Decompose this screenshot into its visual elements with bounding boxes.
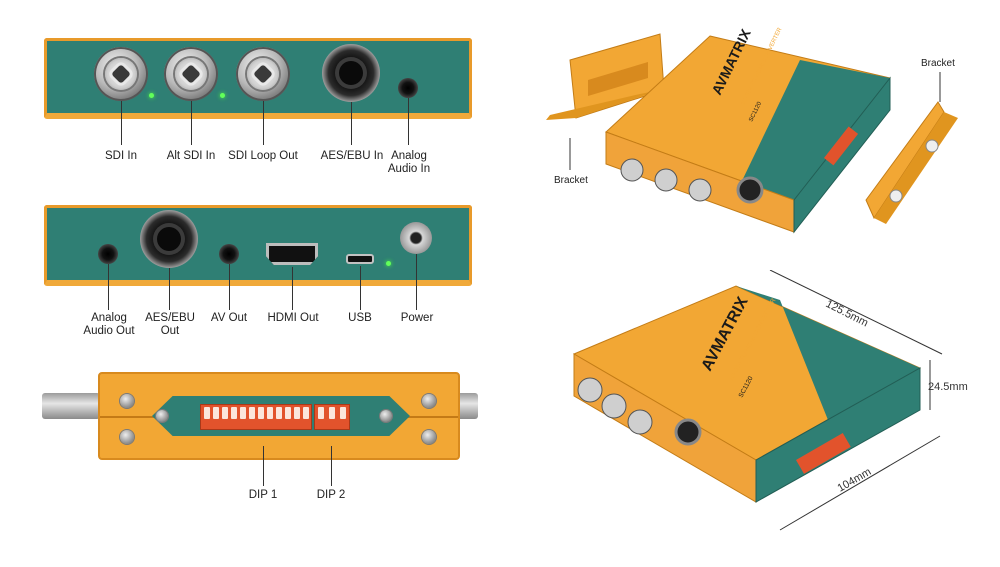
width-dim-line	[779, 435, 941, 531]
alt-sdi-in-led	[220, 93, 225, 98]
converter-unit	[605, 35, 891, 234]
dip-switch-key[interactable]	[303, 407, 309, 419]
right-bracket	[865, 101, 958, 224]
right-bnc-stub	[456, 393, 478, 419]
screw-icon	[422, 430, 436, 444]
height-dimension: 24.5mm	[928, 381, 968, 393]
dip2-switch-bank[interactable]	[314, 404, 350, 430]
screw-icon	[156, 410, 168, 422]
hdmi-out-port	[266, 243, 318, 265]
usb-label: USB	[348, 312, 372, 324]
av-out-label: AV Out	[210, 312, 248, 324]
bottom-view-chassis	[98, 372, 460, 460]
analog-audio-in-label-line1: Analog	[391, 150, 427, 162]
dip-switch-key[interactable]	[249, 407, 255, 419]
dip-switch-key[interactable]	[213, 407, 219, 419]
aes-ebu-out-label-line1: AES/EBU	[145, 312, 195, 324]
converter-unit-dimensioned	[572, 285, 922, 503]
aes-ebu-out-leader	[169, 268, 170, 310]
dimension-view-illustration: AVMATRIX 3G-SDI TO HDMI CONVERTER SC1120…	[572, 270, 968, 531]
dip2-label: DIP 2	[316, 489, 346, 501]
alt-sdi-in-leader	[191, 101, 192, 145]
screw-icon	[120, 430, 134, 444]
left-bracket	[546, 33, 665, 120]
usb-port	[346, 254, 374, 264]
output-panel	[44, 205, 472, 286]
aes-ebu-out-connector	[140, 210, 198, 268]
sdi-in-connector	[94, 47, 148, 101]
dip1-leader	[263, 446, 264, 486]
hdmi-out-label: HDMI Out	[267, 312, 319, 324]
hdmi-out-leader	[292, 267, 293, 310]
analog-audio-in-jack	[398, 78, 418, 98]
power-led	[386, 261, 391, 266]
left-bracket-label: Bracket	[554, 175, 588, 186]
sdi-loop-out-connector	[236, 47, 290, 101]
screw-icon	[120, 394, 134, 408]
dip-switch-key[interactable]	[276, 407, 282, 419]
length-dimension: 125.5mm	[824, 298, 870, 330]
dip-switch-key[interactable]	[204, 407, 210, 419]
alt-sdi-in-label: Alt SDI In	[166, 150, 216, 162]
dip-switch-key[interactable]	[329, 407, 335, 419]
width-dimension: 104mm	[836, 466, 874, 495]
dip-switch-key[interactable]	[294, 407, 300, 419]
sdi-in-label: SDI In	[105, 150, 137, 162]
aes-ebu-out-label-line2: Out	[160, 325, 180, 337]
av-out-jack	[219, 244, 239, 264]
analog-audio-out-label-line1: Analog	[91, 312, 127, 324]
aes-ebu-in-label: AES/EBU In	[320, 150, 384, 162]
analog-audio-in-label-line2: Audio In	[387, 163, 431, 175]
screw-icon	[380, 410, 392, 422]
alt-sdi-in-connector	[164, 47, 218, 101]
dip-switch-key[interactable]	[222, 407, 228, 419]
analog-audio-out-leader	[108, 264, 109, 310]
exploded-view-illustration: AVMATRIX 3G-SDI TO HDMI CONVERTER SC1120	[546, 26, 958, 234]
dip-switch-key[interactable]	[340, 407, 346, 419]
analog-audio-out-label-line2: Audio Out	[83, 325, 135, 337]
sdi-loop-out-label: SDI Loop Out	[228, 150, 298, 162]
power-leader	[416, 254, 417, 310]
av-out-leader	[229, 264, 230, 310]
dip-switch-key[interactable]	[267, 407, 273, 419]
dip-switch-key[interactable]	[318, 407, 324, 419]
sdi-in-led	[149, 93, 154, 98]
dip-switch-key[interactable]	[231, 407, 237, 419]
analog-audio-in-label: Analog Audio In	[384, 150, 434, 176]
sdi-loop-out-leader	[263, 101, 264, 145]
analog-audio-out-label: Analog Audio Out	[78, 312, 140, 338]
dip-switch-key[interactable]	[240, 407, 246, 419]
dip-switch-key[interactable]	[258, 407, 264, 419]
dip-switch-key[interactable]	[285, 407, 291, 419]
right-bracket-label: Bracket	[921, 58, 955, 69]
length-dim-line	[769, 270, 943, 355]
dip2-leader	[331, 446, 332, 486]
screw-icon	[422, 394, 436, 408]
analog-audio-out-jack	[98, 244, 118, 264]
left-bnc-stub	[42, 393, 100, 419]
power-jack	[400, 222, 432, 254]
aes-ebu-in-leader	[351, 102, 352, 145]
power-label: Power	[400, 312, 434, 324]
analog-audio-in-leader	[408, 98, 409, 145]
dip1-switch-bank[interactable]	[200, 404, 312, 430]
dip1-label: DIP 1	[248, 489, 278, 501]
usb-leader	[360, 266, 361, 310]
sdi-in-leader	[121, 101, 122, 145]
aes-ebu-out-label: AES/EBU Out	[140, 312, 200, 338]
aes-ebu-in-connector	[322, 44, 380, 102]
